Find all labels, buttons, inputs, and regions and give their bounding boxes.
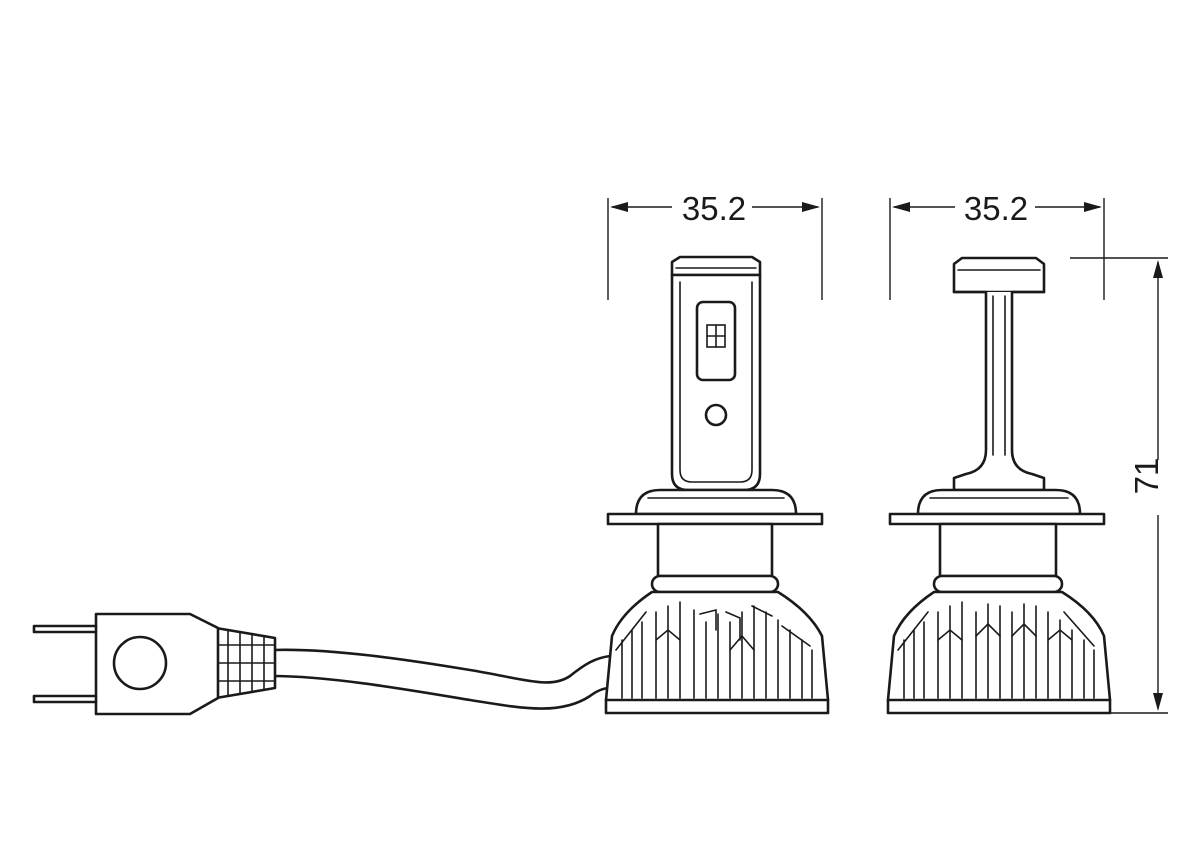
connector-housing [94,612,220,716]
side-heatsink-fins [897,601,1095,699]
front-flange [606,512,824,526]
front-width-label: 35.2 [682,190,746,227]
side-stem [952,290,1046,492]
led-chip-window [695,300,737,382]
front-heatsink-fins [615,601,813,699]
side-width-arrow-left [892,202,910,212]
front-heatsink [604,590,830,715]
strain-relief [214,626,277,700]
side-flange [888,512,1106,526]
front-ring [650,574,780,594]
side-top-cap [952,256,1046,294]
height-label: 71 [1128,458,1165,495]
bulb-front-view [604,255,830,715]
connector-pin-top [32,624,98,634]
front-width-arrow-right [802,202,820,212]
height-arrow-top [1153,260,1163,278]
front-neck [656,522,774,578]
cable-upper-edge [270,648,612,684]
side-heatsink [886,590,1112,715]
connector-latch-icon [112,635,168,691]
front-width-arrow-left [610,202,628,212]
height-dimension: 71 [1070,257,1168,714]
front-top-cap [670,255,762,277]
height-arrow-bottom [1153,693,1163,711]
connector-pin-bottom [32,694,98,704]
front-led-board-inner [679,281,753,483]
side-width-dimension: 35.2 [889,190,1105,300]
front-collar [634,488,798,516]
side-collar [916,488,1082,516]
cable-assembly [32,612,612,716]
side-ring [932,574,1064,594]
front-width-dimension: 35.2 [607,190,823,300]
bulb-side-view [886,256,1112,715]
cable-lower-edge [270,674,612,710]
side-neck [938,522,1058,578]
led-indicator-icon [704,403,728,427]
side-width-arrow-right [1084,202,1102,212]
side-width-label: 35.2 [964,190,1028,227]
front-led-board [670,273,762,492]
